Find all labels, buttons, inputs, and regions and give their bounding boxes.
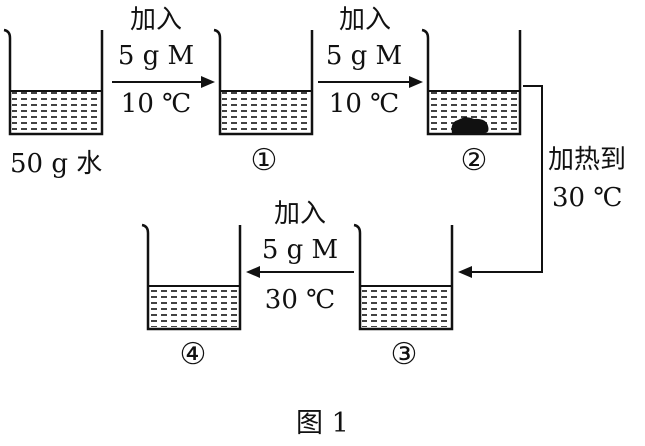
step2-temperature-label: 10 ℃ [328,89,400,119]
step2-add-label: 加入 [338,5,391,35]
step1-temperature-label: 10 ℃ [120,89,192,119]
arrow-3-to-4 [246,266,354,278]
step1-add-label: 加入 [129,5,182,35]
beaker-1 [213,28,314,136]
arrow-2-to-3 [458,85,543,278]
step3-temperature-label: 30 ℃ [552,183,623,213]
beaker-start [3,28,104,136]
beaker-3-label: ③ [390,337,418,372]
arrow-start-to-1 [112,76,215,88]
step2-amount-label: 5 g M [325,41,403,71]
arrow-1-to-2 [318,76,423,88]
step4-amount-label: 5 g M [261,235,339,265]
beaker-4-label: ④ [179,337,207,372]
beaker-1-label: ① [250,143,278,178]
beaker-start-label: 50 g 水 [10,149,103,179]
undissolved-solid [451,117,489,133]
beaker-4 [141,223,242,331]
step4-add-label: 加入 [273,199,326,229]
beaker-3 [353,223,454,331]
step4-temperature-label: 30 ℃ [264,285,336,315]
beaker-2 [421,28,522,136]
beaker-2-label: ② [460,143,488,178]
figure-caption: 图 1 [296,408,349,439]
step1-amount-label: 5 g M [117,41,195,71]
step3-heat-label: 加热到 [548,145,627,175]
